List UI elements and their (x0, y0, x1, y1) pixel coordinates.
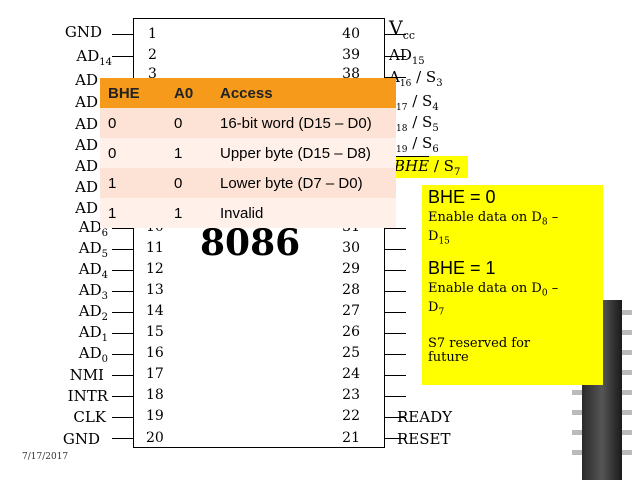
table-cell: Invalid (212, 198, 396, 228)
table-cell: 1 (166, 138, 212, 168)
bhe1-heading: BHE = 1 (428, 258, 496, 279)
bhe-explanation-box: BHE = 0 Enable data on D8 –D15 BHE = 1 E… (422, 185, 603, 385)
bhe-highlight (393, 156, 468, 178)
bhe0-heading: BHE = 0 (428, 187, 496, 207)
pin-label: AD0 (78, 344, 108, 365)
table-header-row: BHE A0 Access (100, 78, 396, 108)
s7-note: S7 reserved for future (428, 336, 531, 366)
pin-number: 16 (146, 345, 164, 361)
pin-number: 14 (146, 303, 164, 319)
pin-number: 19 (146, 408, 164, 424)
table-cell: 1 (100, 198, 166, 228)
pin-label: NMI (69, 366, 104, 384)
pin-label-ad15: AD15 (389, 46, 425, 67)
pin-number: 22 (342, 408, 360, 424)
pin-label-bhe-s7: BHE / S7 (394, 157, 461, 178)
table-row: 0 0 16-bit word (D15 – D0) (100, 108, 396, 138)
bhe0-text: Enable data on D8 –D15 (428, 210, 559, 247)
table-row: 0 1 Upper byte (D15 – D8) (100, 138, 396, 168)
pin-label-reset: RESET (397, 430, 451, 448)
bhe1-text: Enable data on D0 –D7 (428, 281, 559, 318)
table-row: 1 0 Lower byte (D7 – D0) (100, 168, 396, 198)
table-cell: 0 (100, 108, 166, 138)
table-header: Access (212, 78, 396, 108)
pin-label: INTR (67, 387, 108, 405)
pin-number: 23 (342, 387, 360, 403)
pin-number: 2 (148, 47, 157, 63)
pin-label-a18-s5: 18 / S5 (396, 113, 439, 134)
pin-number: 20 (146, 430, 164, 446)
pin-label: AD (75, 115, 98, 133)
table-header: BHE (100, 78, 166, 108)
pin-number: 39 (342, 47, 360, 63)
pin-label-a17-s4: 17 / S4 (396, 92, 439, 113)
pin-label: AD2 (78, 302, 108, 323)
pin-label: AD (75, 178, 98, 196)
pin-number: 12 (146, 261, 164, 277)
pin-label: AD4 (78, 260, 108, 281)
pin-number: 21 (342, 430, 360, 446)
pin-label: AD14 (76, 47, 112, 68)
pin-label: AD (75, 157, 98, 175)
pin-label-a16-s3: A16 / S3 (389, 68, 443, 89)
table-cell: 1 (100, 168, 166, 198)
pin-number: 24 (342, 366, 360, 382)
pin-label: GND (62, 430, 100, 448)
table-cell: 0 (166, 168, 212, 198)
pin-label: AD3 (78, 281, 108, 302)
bhe-access-table: BHE A0 Access 0 0 16-bit word (D15 – D0)… (100, 78, 396, 228)
pin-number: 28 (342, 282, 360, 298)
pin-number: 11 (146, 240, 164, 256)
table-cell: 16-bit word (D15 – D0) (212, 108, 396, 138)
pin-number: 25 (342, 345, 360, 361)
pin-number: 15 (146, 324, 164, 340)
table-cell: 0 (100, 138, 166, 168)
pin-number: 40 (342, 26, 360, 42)
pin-label: GND (64, 23, 102, 41)
pin-number: 17 (146, 366, 164, 382)
pin-number: 13 (146, 282, 164, 298)
pin-label: AD1 (78, 323, 108, 344)
table-row: 1 1 Invalid (100, 198, 396, 228)
pin-label: AD (75, 93, 98, 111)
pin-number: 1 (148, 26, 157, 42)
table-cell: 1 (166, 198, 212, 228)
pin-number: 3 (148, 66, 157, 82)
chip-name: 8086 (200, 222, 301, 264)
table-cell: Upper byte (D15 – D8) (212, 138, 396, 168)
pin-number: 29 (342, 261, 360, 277)
pin-label-ready: READY (397, 408, 453, 426)
pin-number: 26 (342, 324, 360, 340)
table-cell: Lower byte (D7 – D0) (212, 168, 396, 198)
pin-label: AD (75, 136, 98, 154)
pin-number: 30 (342, 240, 360, 256)
pin-label-vcc: Vcc (389, 17, 416, 42)
table-cell: 0 (166, 108, 212, 138)
pin-label: AD5 (78, 239, 108, 260)
pin-label: AD (75, 71, 98, 89)
table-header: A0 (166, 78, 212, 108)
pin-label: AD (75, 199, 98, 217)
pin-number: 18 (146, 387, 164, 403)
pin-label: AD6 (78, 218, 108, 239)
slide-date: 7/17/2017 (22, 452, 69, 462)
pin-number: 27 (342, 303, 360, 319)
pin-label: CLK (73, 408, 106, 426)
pin-label-a19-s6: 19 / S6 (396, 134, 439, 155)
